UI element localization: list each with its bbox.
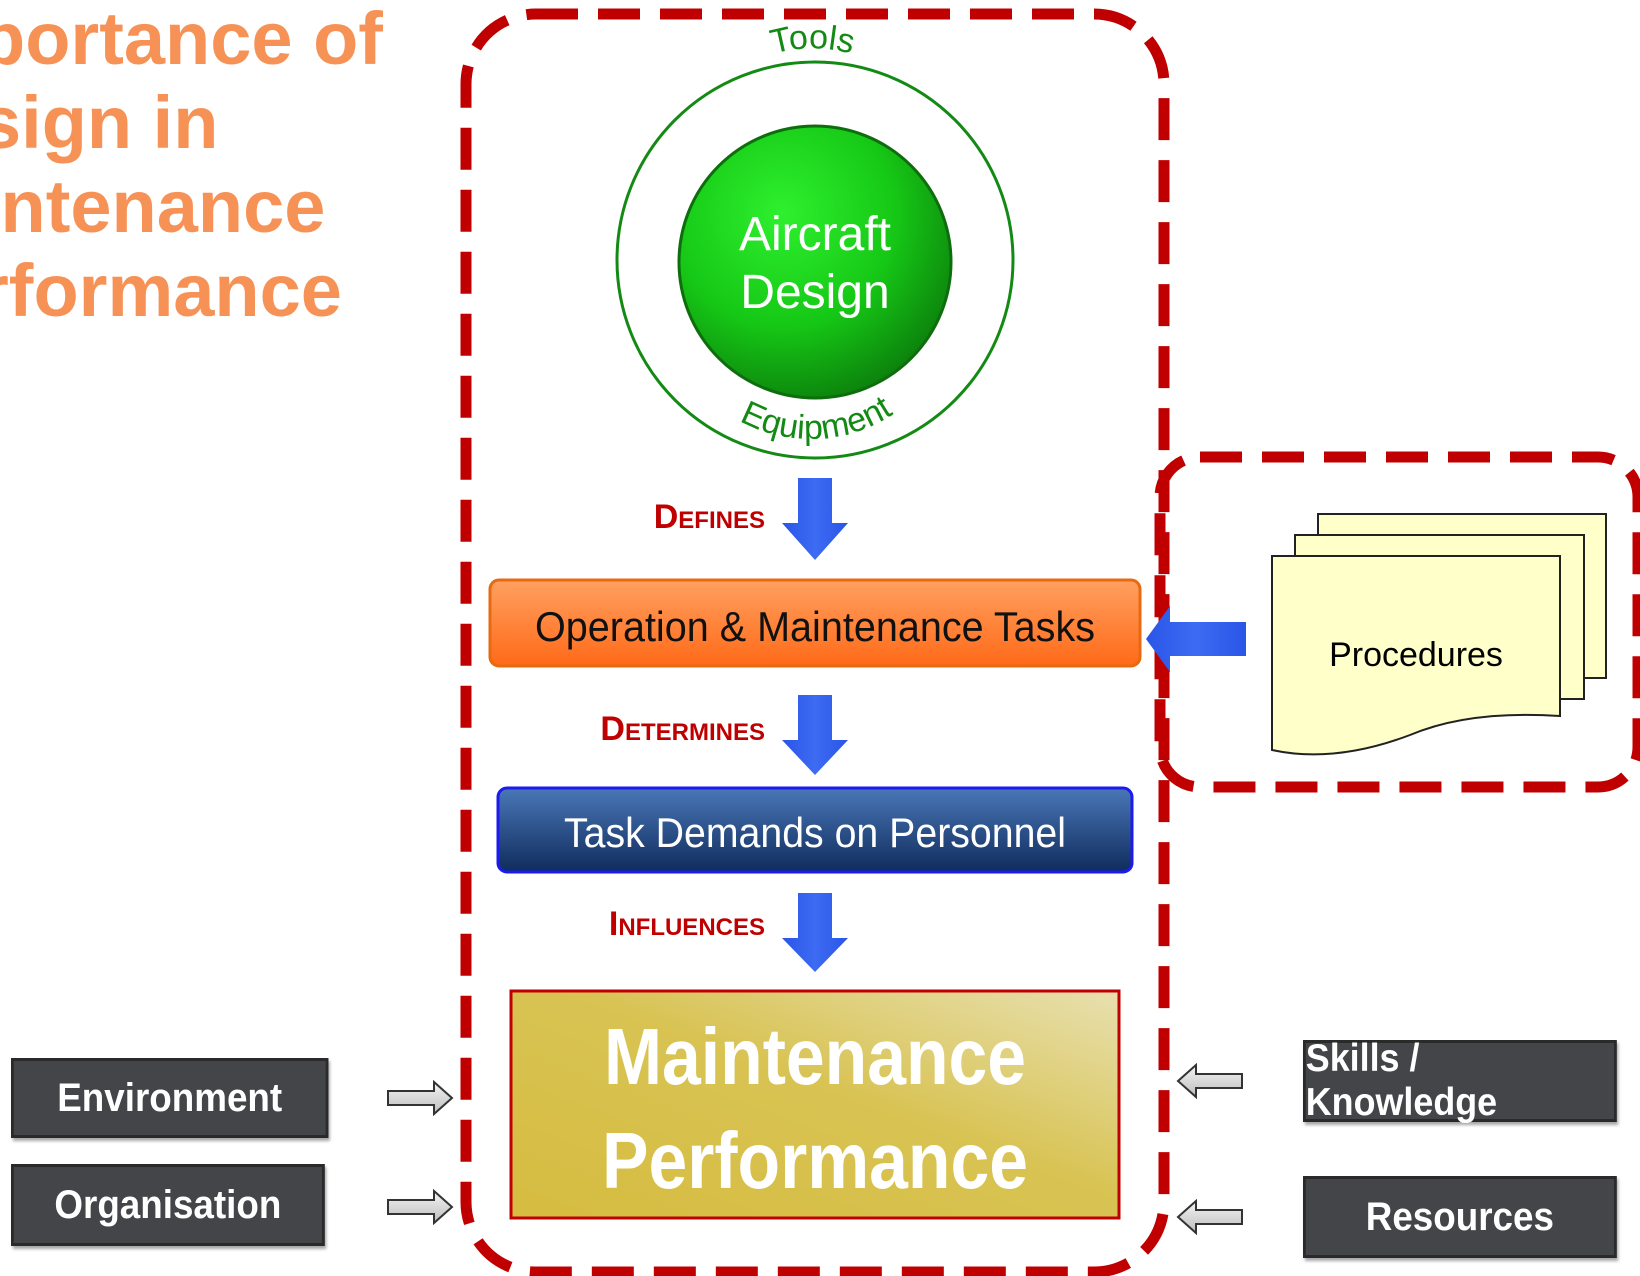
verb-defines: Defines	[653, 498, 765, 536]
organisation-arrow	[387, 1188, 454, 1226]
factor-environment: Environment	[11, 1058, 329, 1138]
down-arrow-defines	[782, 478, 848, 560]
main-dashed-frame	[460, 8, 1170, 1276]
verb-influences: Influences	[608, 905, 765, 943]
tasks-box-label: Operation & Maintenance Tasks	[535, 603, 1095, 650]
down-arrow-determines	[782, 695, 848, 775]
procedures-dashed-frame	[1154, 451, 1640, 793]
resources-arrow	[1176, 1198, 1243, 1236]
skills-arrow	[1176, 1062, 1243, 1100]
title-line-3: intenance	[0, 165, 326, 248]
performance-box	[509, 989, 1121, 1220]
aircraft-design-circle	[677, 124, 953, 400]
verb-determines: Determines	[600, 710, 765, 748]
demands-box	[496, 786, 1134, 874]
performance-label-line1: Maintenance	[604, 1012, 1026, 1101]
core-label-line2: Design	[740, 266, 889, 319]
procedures-label: Procedures	[1329, 636, 1503, 674]
environment-arrow	[387, 1079, 454, 1117]
procedures-arrow	[1146, 606, 1246, 672]
factor-skills-knowledge: Skills / Knowledge	[1303, 1037, 1617, 1124]
procedures-sheet-front	[1271, 555, 1561, 756]
demands-box-label: Task Demands on Personnel	[564, 809, 1066, 856]
ring-top-label: Tools	[767, 18, 859, 61]
factor-resources: Resources	[1303, 1176, 1617, 1258]
performance-label-line2: Performance	[602, 1116, 1028, 1205]
tasks-box	[488, 578, 1142, 668]
factor-organisation: Organisation	[11, 1164, 325, 1246]
title-line-2: sign in	[0, 81, 219, 164]
down-arrow-influences	[782, 893, 848, 972]
core-label-line1: Aircraft	[739, 208, 891, 261]
title-line-4: rformance	[0, 249, 342, 332]
title-line-1: portance of	[0, 0, 383, 80]
